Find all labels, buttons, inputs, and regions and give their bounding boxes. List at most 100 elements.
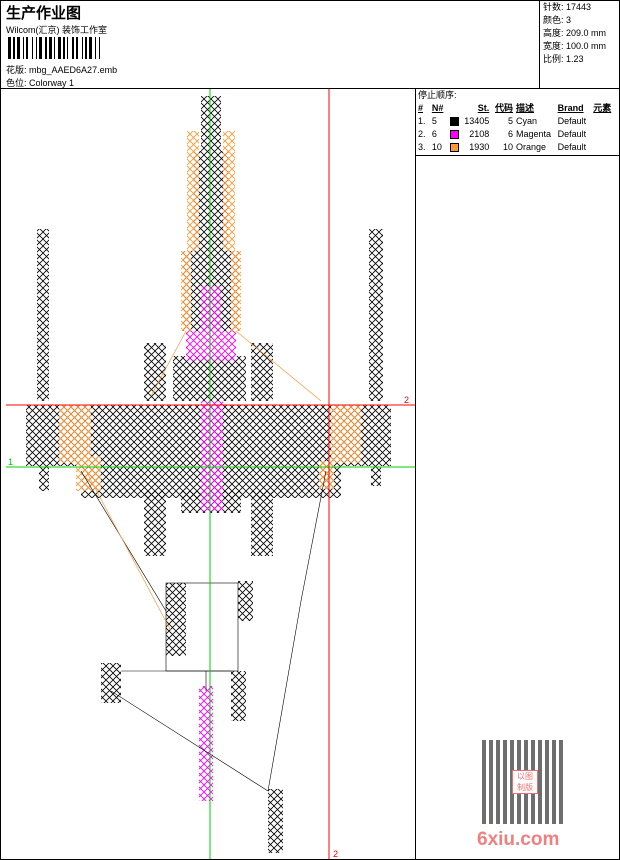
barcode-bar — [93, 37, 95, 59]
barcode-bar — [36, 37, 37, 59]
stitch-block — [144, 343, 166, 401]
barcode-bar — [67, 37, 68, 59]
design-info: 针数: 17443 颜色: 3 高度: 209.0 mm 宽度: 100.0 m… — [539, 1, 619, 88]
info-scale: 比例: 1.23 — [543, 54, 584, 64]
stitch-block — [238, 581, 253, 621]
barcode-bar — [53, 37, 54, 59]
barcode-bar — [54, 37, 55, 59]
barcode-bar — [39, 37, 42, 59]
design-file-value: mbg_AAED6A27.emb — [29, 65, 118, 75]
barcode-bar — [56, 37, 58, 59]
stamp-logo: 以图制版 — [512, 770, 538, 794]
barcode-bar — [34, 37, 36, 59]
barcode-bar — [101, 37, 104, 59]
design-label: 花版: — [6, 65, 27, 75]
barcode-bar — [69, 37, 72, 59]
stitch-block — [371, 466, 381, 486]
stitch-block — [331, 405, 361, 463]
barcode — [8, 37, 190, 59]
barcode-bar — [23, 37, 24, 59]
stitch-block — [166, 583, 186, 656]
stitch-block — [186, 331, 236, 361]
stitch-block — [76, 456, 101, 491]
sheet-title: 生产作业图 — [6, 4, 82, 22]
stitch-block — [59, 405, 91, 463]
orange-jump-lines — [85, 330, 332, 632]
company-name: Wilcom(汇京) 装饰工作室 — [6, 25, 107, 35]
barcode-bar — [8, 37, 11, 59]
stitch-block — [369, 229, 383, 401]
magenta-stitches — [186, 286, 236, 801]
barcode-bar — [82, 37, 83, 59]
stitch-block — [201, 286, 221, 331]
barcode-bar — [58, 37, 61, 59]
barcode-bar — [13, 37, 15, 59]
color-swatch — [449, 117, 459, 126]
barcode-bar — [99, 37, 100, 59]
divider — [415, 89, 416, 859]
stitch-block — [223, 131, 235, 251]
stitch-block — [187, 131, 199, 251]
barcode-bar — [26, 37, 28, 59]
barcode-bar — [38, 37, 39, 59]
stop-sequence-title: 停止顺序: — [418, 90, 457, 100]
info-width: 宽度: 100.0 mm — [543, 41, 607, 51]
barcode-bar — [72, 37, 74, 59]
barcode-bar — [17, 37, 20, 59]
stitch-block — [231, 671, 246, 721]
stitch-block — [101, 663, 121, 703]
barcode-bar — [62, 37, 63, 59]
stitch-block — [201, 96, 221, 151]
barcode-bar — [85, 37, 87, 59]
barcode-bar — [45, 37, 47, 59]
stitch-block — [251, 343, 273, 401]
color-swatch — [449, 130, 459, 139]
barcode-bar — [89, 37, 92, 59]
qr-code: 以图制版 — [482, 740, 566, 824]
barcode-bar — [84, 37, 85, 59]
barcode-bar — [12, 37, 13, 59]
barcode-bar — [79, 37, 82, 59]
stitch-block — [268, 789, 283, 853]
info-height: 高度: 209.0 mm — [543, 28, 607, 38]
stitch-block — [201, 401, 223, 511]
watermark-logo: 6xiu.com — [477, 829, 560, 850]
colorway: 色位: Colorway 1 — [6, 76, 74, 89]
stitch-block — [39, 466, 49, 491]
barcode-bar — [16, 37, 17, 59]
stitch-block — [181, 251, 191, 331]
divider — [416, 155, 619, 156]
barcode-bar — [25, 37, 26, 59]
barcode-bar — [48, 37, 49, 59]
barcode-bar — [43, 37, 45, 59]
stitch-block — [251, 491, 273, 556]
barcode-bar — [66, 37, 67, 59]
barcode-bar — [95, 37, 96, 59]
stitch-block — [144, 491, 166, 556]
guide-label: 2 — [333, 849, 338, 859]
orange-stitches — [59, 131, 361, 491]
stitch-block — [319, 461, 334, 489]
design-file: 花版: mbg_AAED6A27.emb — [6, 63, 117, 76]
barcode-bar — [97, 37, 99, 59]
guide-label: 1 — [8, 457, 13, 467]
barcode-bar — [75, 37, 76, 59]
barcode-bar — [29, 37, 32, 59]
barcode-bar — [63, 37, 65, 59]
barcode-bar — [32, 37, 33, 59]
barcode-bar — [49, 37, 52, 59]
stitch-block — [231, 251, 241, 331]
barcode-bar — [76, 37, 78, 59]
barcode-bar — [88, 37, 89, 59]
divider — [1, 88, 619, 89]
info-stitches: 针数: 17443 — [543, 2, 592, 12]
colorway-value: Colorway 1 — [29, 78, 75, 88]
stitch-block — [37, 229, 49, 401]
guide-label: 2 — [404, 395, 409, 405]
